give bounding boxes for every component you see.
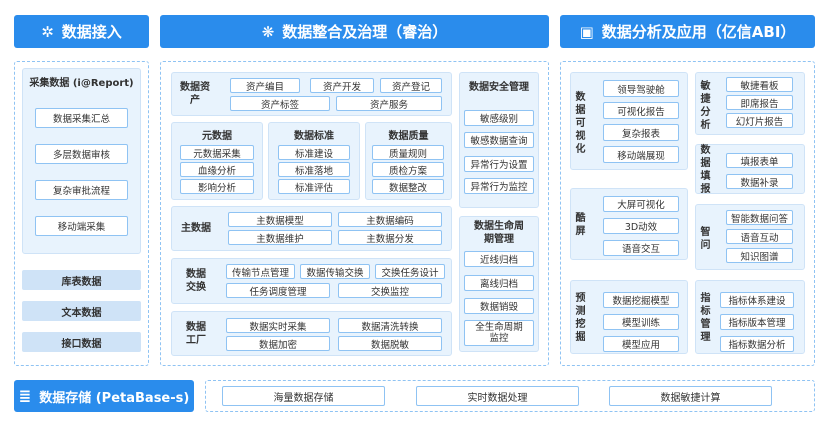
fill-title: 数据填报	[700, 145, 711, 195]
monitor-icon: ▣	[579, 22, 594, 41]
master-item[interactable]: 主数据分发	[338, 230, 442, 245]
database-icon: ≣	[18, 387, 32, 405]
smart-item[interactable]: 智能数据问答	[726, 210, 793, 225]
factory-item[interactable]: 数据加密	[226, 336, 330, 351]
assets-item[interactable]: 资产编目	[230, 78, 300, 93]
security-title: 数据安全管理	[469, 82, 529, 93]
agile-item[interactable]: 即席报告	[726, 95, 793, 110]
coolscreen-item[interactable]: 3D动效	[603, 218, 679, 234]
assets-item[interactable]: 资产服务	[336, 96, 442, 111]
predict-item[interactable]: 模型训练	[603, 314, 679, 330]
standard-item[interactable]: 标准落地	[278, 162, 350, 177]
storage-frame	[205, 380, 815, 412]
exchange-item[interactable]: 任务调度管理	[226, 283, 330, 298]
standard-item[interactable]: 标准评估	[278, 179, 350, 194]
master-item[interactable]: 主数据维护	[228, 230, 332, 245]
access-frame	[14, 61, 149, 366]
security-item[interactable]: 敏感数据查询	[464, 132, 534, 148]
text-data-item[interactable]: 文本数据	[22, 301, 141, 321]
header-data-analysis: ▣ 数据分析及应用（亿信ABI）	[560, 15, 815, 48]
nodes-icon: ✲	[41, 22, 54, 41]
security-item[interactable]: 异常行为设置	[464, 156, 534, 172]
predict-item[interactable]: 模型应用	[603, 336, 679, 352]
quality-item[interactable]: 质检方案	[372, 162, 444, 177]
lifecycle-item[interactable]: 离线归档	[464, 275, 534, 291]
fill-item[interactable]: 数据补录	[726, 174, 793, 189]
assets-item[interactable]: 资产标签	[230, 96, 330, 111]
indicator-item[interactable]: 指标体系建设	[720, 292, 794, 308]
header-data-analysis-label: 数据分析及应用（亿信ABI）	[601, 23, 796, 41]
collect-item[interactable]: 数据采集汇总	[35, 108, 128, 128]
header-data-access-label: 数据接入	[61, 23, 122, 41]
security-item[interactable]: 异常行为监控	[464, 178, 534, 194]
metadata-item[interactable]: 血缘分析	[180, 162, 254, 177]
factory-title: 数据工厂	[186, 322, 206, 346]
exchange-item[interactable]: 传输节点管理	[226, 264, 295, 279]
factory-item[interactable]: 数据实时采集	[226, 318, 330, 333]
exchange-item[interactable]: 交换任务设计	[375, 264, 445, 279]
exchange-title: 数据交换	[186, 269, 206, 293]
predict-title: 预测挖掘	[575, 293, 586, 343]
agile-title: 敏捷分析	[700, 81, 711, 131]
lifecycle-title: 数据生命周期管理	[474, 221, 524, 245]
storage-header: ≣ 数据存储 (PetaBase-s)	[14, 380, 194, 412]
visual-item[interactable]: 领导驾驶舱	[603, 80, 679, 97]
exchange-item[interactable]: 数据传输交换	[300, 264, 370, 279]
metadata-title: 元数据	[202, 131, 232, 142]
coolscreen-title: 酷屏	[575, 213, 586, 237]
quality-item[interactable]: 数据整改	[372, 179, 444, 194]
assets-title: 数据资产	[180, 82, 210, 106]
header-data-governance: ❋ 数据整合及治理（睿治）	[160, 15, 549, 48]
agile-item[interactable]: 幻灯片报告	[726, 113, 793, 128]
metadata-item[interactable]: 影响分析	[180, 179, 254, 194]
header-data-governance-label: 数据整合及治理（睿治）	[282, 23, 448, 41]
fill-item[interactable]: 填报表单	[726, 153, 793, 168]
master-item[interactable]: 主数据模型	[228, 212, 332, 227]
storage-header-label: 数据存储 (PetaBase-s)	[39, 390, 190, 406]
agile-item[interactable]: 敏捷看板	[726, 77, 793, 92]
exchange-item[interactable]: 交换监控	[338, 283, 442, 298]
smart-item[interactable]: 语音互动	[726, 229, 793, 244]
storage-item[interactable]: 海量数据存储	[222, 386, 385, 406]
storage-item[interactable]: 实时数据处理	[416, 386, 579, 406]
smart-item[interactable]: 知识图谱	[726, 248, 793, 263]
coolscreen-item[interactable]: 语音交互	[603, 240, 679, 256]
quality-title: 数据质量	[388, 131, 429, 142]
factory-item[interactable]: 数据脱敏	[338, 336, 442, 351]
predict-item[interactable]: 数据挖掘模型	[603, 292, 679, 308]
standard-title: 数据标准	[294, 131, 334, 142]
analysis-frame	[560, 61, 815, 366]
visual-title: 数据可视化	[575, 92, 586, 155]
indicator-title: 指标管理	[700, 293, 711, 343]
metadata-item[interactable]: 元数据采集	[180, 145, 254, 160]
standard-item[interactable]: 标准建设	[278, 145, 350, 160]
factory-item[interactable]: 数据清洗转换	[338, 318, 442, 333]
assets-item[interactable]: 资产登记	[380, 78, 442, 93]
visual-item[interactable]: 复杂报表	[603, 124, 679, 141]
quality-item[interactable]: 质量规则	[372, 145, 444, 160]
api-data-item[interactable]: 接口数据	[22, 332, 141, 352]
master-title: 主数据	[181, 223, 211, 234]
collect-title: 采集数据 (i@Report)	[29, 78, 134, 89]
security-item[interactable]: 敏感级别	[464, 110, 534, 126]
visual-item[interactable]: 可视化报告	[603, 102, 679, 119]
lifecycle-item[interactable]: 全生命周期监控	[464, 320, 534, 346]
smart-title: 智问	[700, 227, 711, 251]
indicator-item[interactable]: 指标数据分析	[720, 336, 794, 352]
collect-item[interactable]: 多层数据审核	[35, 144, 128, 164]
coolscreen-item[interactable]: 大屏可视化	[603, 196, 679, 212]
collect-item[interactable]: 复杂审批流程	[35, 180, 128, 200]
governance-frame	[160, 61, 549, 366]
table-data-item[interactable]: 库表数据	[22, 270, 141, 290]
indicator-item[interactable]: 指标版本管理	[720, 314, 794, 330]
lifecycle-item[interactable]: 近线归档	[464, 251, 534, 267]
storage-item[interactable]: 数据敏捷计算	[609, 386, 772, 406]
assets-item[interactable]: 资产开发	[310, 78, 374, 93]
header-data-access: ✲ 数据接入	[14, 15, 149, 48]
spin-icon: ❋	[261, 22, 275, 41]
lifecycle-item[interactable]: 数据销毁	[464, 298, 534, 314]
visual-item[interactable]: 移动端展现	[603, 146, 679, 163]
master-item[interactable]: 主数据编码	[338, 212, 442, 227]
collect-item[interactable]: 移动端采集	[35, 216, 128, 236]
